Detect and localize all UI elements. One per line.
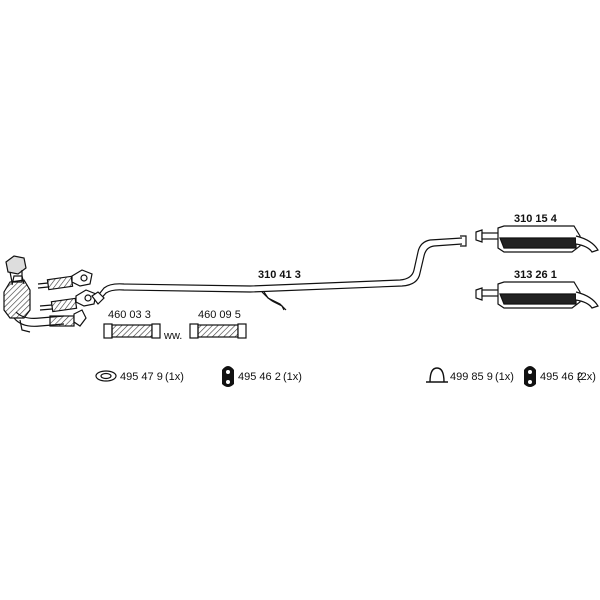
rear-muffler-b [475,281,599,309]
rear-muffler-a-part-number: 310 15 4 [514,213,558,225]
accessory-gasket-number: 495 47 9 [120,371,163,383]
flex-pipe-b [189,323,247,339]
middle-pipe-part-number: 310 41 3 [258,269,301,281]
accessory-gasket-qty: (1x) [165,371,184,383]
flex-pipe-b-part-number: 460 09 5 [198,309,241,321]
accessory-clamp-qty: (1x) [495,371,514,383]
rubber-hanger-icon [524,366,536,387]
rear-muffler-b-part-number: 313 26 1 [514,269,557,281]
catalytic-converter-assembly [3,255,97,333]
flex-pipe-a [103,323,161,339]
gasket-ring-icon [95,370,117,382]
rear-muffler-a [475,225,599,253]
rubber-hanger-icon [222,366,234,387]
accessory-clamp-number: 499 85 9 [450,371,493,383]
flex-pipe-a-part-number: 460 03 3 [108,309,151,321]
middle-pipe [91,235,467,311]
accessory-hanger2-number: 495 46 2 [540,371,583,383]
accessory-hanger-number: 495 46 2 [238,371,281,383]
clamp-icon [426,367,448,383]
accessory-hanger-qty: (1x) [283,371,302,383]
alternative-marker: ww. [163,330,182,342]
accessory-hanger2-qty: (2x) [577,371,596,383]
